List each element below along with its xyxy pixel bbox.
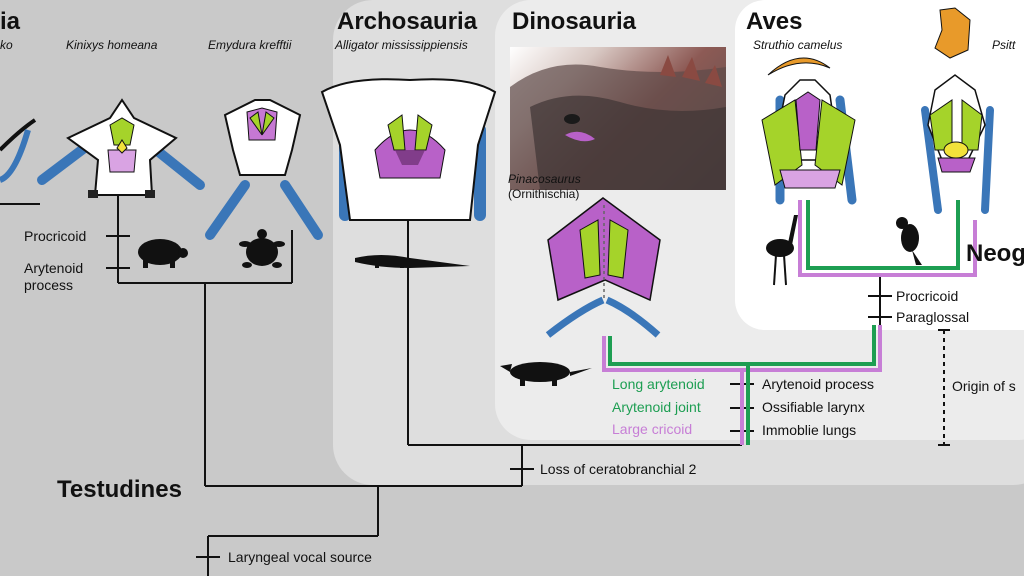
species-pinacosaurus: Pinacosaurus bbox=[508, 172, 581, 186]
larynx-specimen-emydura bbox=[205, 99, 323, 240]
tree-branches-colored bbox=[602, 200, 977, 445]
larynx-specimen-kinixys bbox=[37, 98, 205, 198]
label-procricoid-turtle: Procricoid bbox=[24, 228, 87, 244]
label-laryngeal-vocal-source: Laryngeal vocal source bbox=[228, 549, 372, 565]
species-emydura: Emydura krefftii bbox=[208, 38, 292, 52]
ankylosaur-silhouette-icon bbox=[500, 362, 592, 386]
species-psitt-partial: Psitt bbox=[992, 38, 1016, 52]
label-arytenoid-joint: Arytenoid joint bbox=[612, 399, 701, 415]
species-alligator: Alligator mississippiensis bbox=[335, 38, 468, 52]
clade-left-partial: ia bbox=[0, 8, 21, 35]
label-paraglossal: Paraglossal bbox=[896, 309, 970, 325]
clade-testudines: Testudines bbox=[57, 476, 182, 503]
larynx-specimen-left bbox=[0, 118, 37, 183]
clade-neog-partial: Neog bbox=[966, 240, 1024, 267]
label-loss-ceratobranchial: Loss of ceratobranchial 2 bbox=[540, 461, 697, 477]
ostrich-silhouette-icon bbox=[766, 215, 798, 286]
label-ossifiable-larynx: Ossifiable larynx bbox=[762, 399, 865, 415]
turtle-silhouette-icon bbox=[239, 229, 285, 268]
pinacosaurus-photo bbox=[510, 47, 726, 190]
larynx-specimen-pinacosaurus bbox=[545, 197, 661, 338]
species-struthio: Struthio camelus bbox=[753, 38, 843, 52]
alligator-silhouette-icon bbox=[355, 255, 470, 268]
species-ornithischia: (Ornithischia) bbox=[508, 187, 580, 201]
clade-dinosauria: Dinosauria bbox=[512, 8, 637, 35]
tortoise-silhouette-icon bbox=[138, 239, 188, 268]
larynx-specimen-struthio bbox=[761, 57, 857, 205]
parrot-silhouette-icon bbox=[896, 217, 922, 265]
label-arytenoid-turtle-2: process bbox=[24, 277, 74, 293]
label-arytenoid-process: Arytenoid process bbox=[762, 376, 875, 392]
species-left-partial: ko bbox=[0, 38, 13, 52]
label-large-cricoid: Large cricoid bbox=[612, 421, 693, 437]
label-arytenoid-turtle-1: Arytenoid bbox=[24, 260, 84, 276]
label-immobile-lungs: Immoblie lungs bbox=[762, 422, 857, 438]
species-kinixys: Kinixys homeana bbox=[66, 38, 158, 52]
larynx-specimen-psittaciformes bbox=[921, 7, 994, 214]
label-procricoid-aves: Procricoid bbox=[896, 288, 959, 304]
tree-branches-black bbox=[0, 196, 950, 576]
clade-archosauria: Archosauria bbox=[337, 8, 478, 35]
label-long-arytenoid: Long arytenoid bbox=[612, 376, 705, 392]
label-origin-partial: Origin of s bbox=[952, 378, 1016, 394]
larynx-specimen-alligator bbox=[320, 78, 497, 221]
clade-aves: Aves bbox=[746, 8, 803, 35]
